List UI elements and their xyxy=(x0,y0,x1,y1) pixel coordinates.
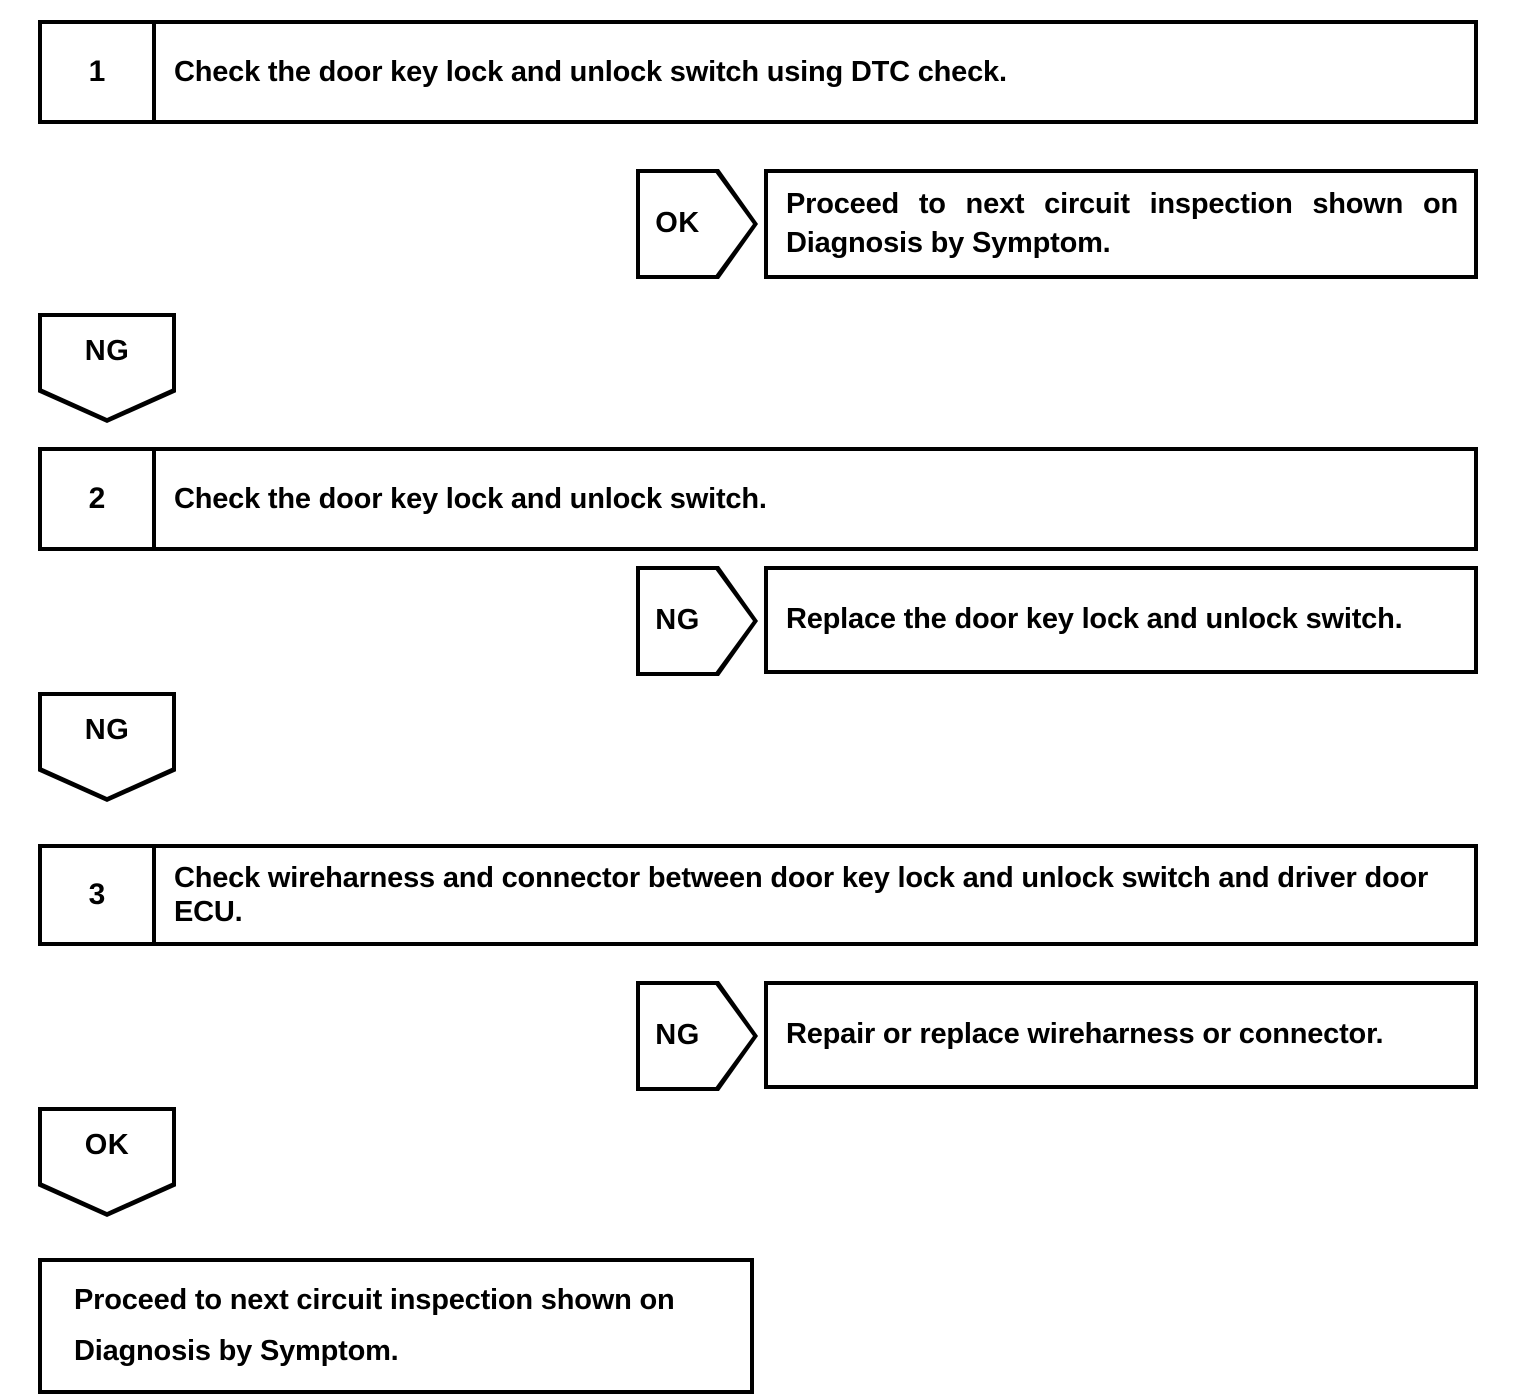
final-line-2: Diagnosis by Symptom. xyxy=(74,1335,399,1367)
step-number-2: 2 xyxy=(42,451,156,547)
result-line-2: Diagnosis by Symptom. xyxy=(786,227,1111,259)
step-number-3: 3 xyxy=(42,848,156,942)
step-box-1: 1 Check the door key lock and unlock swi… xyxy=(38,20,1478,124)
result-box-ng-3: Repair or replace wireharness or connect… xyxy=(764,981,1478,1089)
result-box-ng-2: Replace the door key lock and unlock swi… xyxy=(764,566,1478,674)
branch-label-ng-2: NG xyxy=(655,604,700,636)
branch-arrow-ng-2: NG xyxy=(636,566,758,676)
result-text-lines: Replace the door key lock and unlock swi… xyxy=(786,600,1458,639)
branch-arrow-ng-3: NG xyxy=(636,981,758,1091)
final-line-1: Proceed to next circuit inspection shown… xyxy=(74,1283,675,1316)
branch-label-ok-1: OK xyxy=(655,207,700,239)
final-text-lines: Proceed to next circuit inspection shown… xyxy=(74,1281,734,1372)
branch-arrow-ok-1: OK xyxy=(636,169,758,279)
step-box-2: 2 Check the door key lock and unlock swi… xyxy=(38,447,1478,551)
step-text-2: Check the door key lock and unlock switc… xyxy=(174,482,767,515)
step-text-3: Check wireharness and connector between … xyxy=(174,861,1429,928)
final-result-box: Proceed to next circuit inspection shown… xyxy=(38,1258,754,1394)
result-line-1: Proceed to next circuit inspection shown… xyxy=(786,187,1458,220)
result-box-ok-1: Proceed to next circuit inspection shown… xyxy=(764,169,1478,279)
continue-label-ok-3: OK xyxy=(84,1129,130,1161)
continue-arrow-ok-3: OK xyxy=(38,1107,176,1217)
result-text-lines: Proceed to next circuit inspection shown… xyxy=(786,185,1458,264)
result-text-lines: Repair or replace wireharness or connect… xyxy=(786,1015,1458,1054)
result-line-1: Repair or replace wireharness or connect… xyxy=(786,1018,1384,1051)
continue-label-ng-2: NG xyxy=(84,714,130,746)
continue-arrow-ng-1: NG xyxy=(38,313,176,423)
continue-arrow-ng-2: NG xyxy=(38,692,176,802)
step-number-1: 1 xyxy=(42,24,156,120)
step-box-3: 3 Check wireharness and connector betwee… xyxy=(38,844,1478,946)
branch-label-ng-3: NG xyxy=(655,1019,700,1051)
continue-label-ng-1: NG xyxy=(84,335,130,367)
result-line-1: Replace the door key lock and unlock swi… xyxy=(786,603,1403,636)
step-text-1: Check the door key lock and unlock switc… xyxy=(174,55,1007,88)
